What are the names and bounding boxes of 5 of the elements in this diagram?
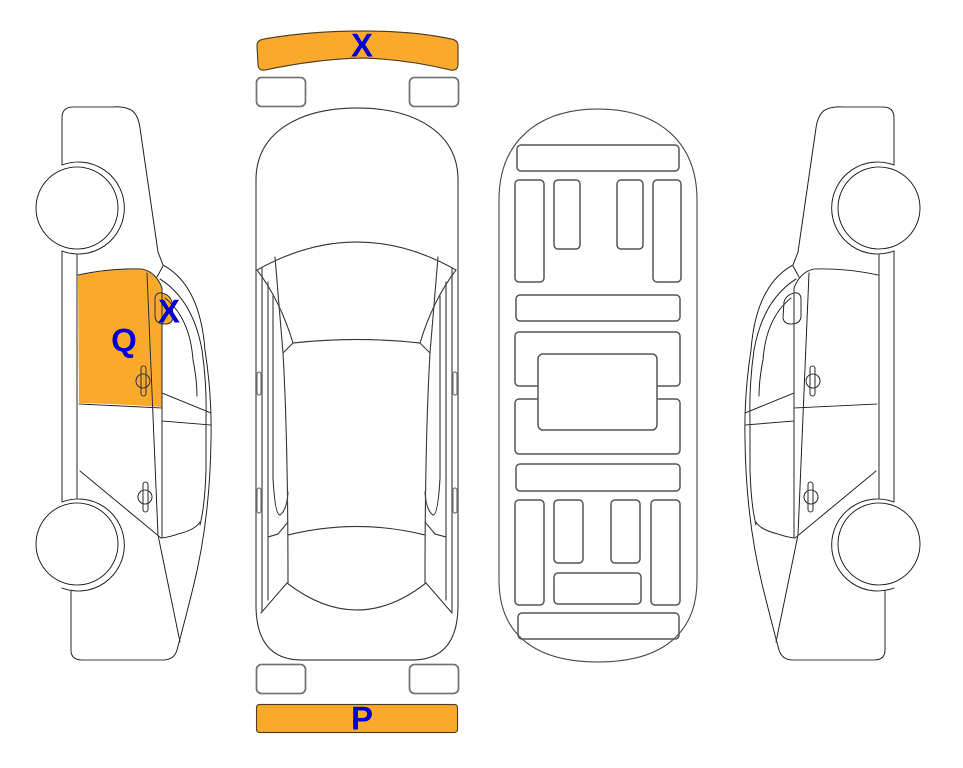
- front-bumper-panel: [255, 30, 460, 72]
- damage-code-letter: Q: [111, 324, 137, 356]
- rear-bumper-panel: [256, 704, 458, 733]
- damage-code-letter: P: [351, 702, 373, 734]
- damage-code-letter: X: [351, 28, 373, 62]
